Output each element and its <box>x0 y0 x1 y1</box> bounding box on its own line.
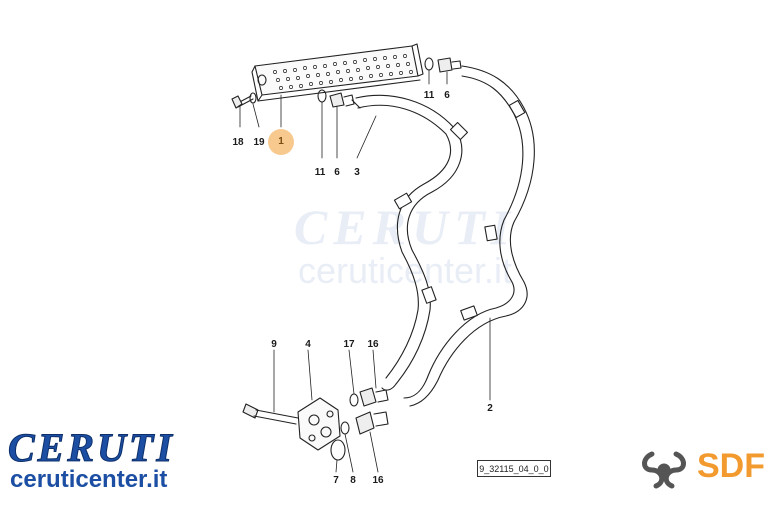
callout-6: 6 <box>444 90 450 101</box>
callout-2: 2 <box>487 403 493 414</box>
o-ring-left <box>317 89 327 103</box>
sdf-logo-icon <box>642 451 686 489</box>
callout-9: 9 <box>271 339 277 350</box>
callout-7: 7 <box>333 475 339 486</box>
leader-lines <box>239 69 491 473</box>
drawing-code-label: 9_32115_04_0_0 <box>477 460 551 477</box>
adapter-block <box>297 397 341 451</box>
bolt-long <box>242 403 299 425</box>
callout-19: 19 <box>253 137 265 148</box>
callout-11: 11 <box>423 90 435 101</box>
fitting-top <box>437 57 462 73</box>
o-ring-7 <box>330 439 346 461</box>
pipe-3 <box>351 94 469 391</box>
callout-16: 16 <box>372 475 384 486</box>
bolt-and-washer <box>231 92 257 109</box>
callout-3: 3 <box>354 167 360 178</box>
o-ring-top <box>424 57 434 71</box>
fitting-16-upper <box>359 387 389 407</box>
callout-8: 8 <box>350 475 356 486</box>
ceruti-logo-brand: CERUTI <box>8 425 175 470</box>
watermark-brand: CERUTI <box>293 199 517 255</box>
ceruti-logo-url: ceruticenter.it <box>10 466 168 493</box>
pipe-2 <box>403 65 535 407</box>
callout-17: 17 <box>343 339 355 350</box>
callout-6: 6 <box>334 167 340 178</box>
callout-1-highlighted[interactable]: 1 <box>268 129 294 155</box>
callout-16: 16 <box>367 339 379 350</box>
fitting-left <box>329 92 355 108</box>
callout-4: 4 <box>305 339 311 350</box>
sdf-logo-text: SDF <box>697 447 765 485</box>
callout-18: 18 <box>232 137 244 148</box>
fitting-16-lower <box>355 411 389 435</box>
callout-11: 11 <box>314 167 326 178</box>
oil-cooler <box>251 43 424 102</box>
o-ring-17 <box>349 393 359 407</box>
o-ring-8 <box>340 421 350 435</box>
